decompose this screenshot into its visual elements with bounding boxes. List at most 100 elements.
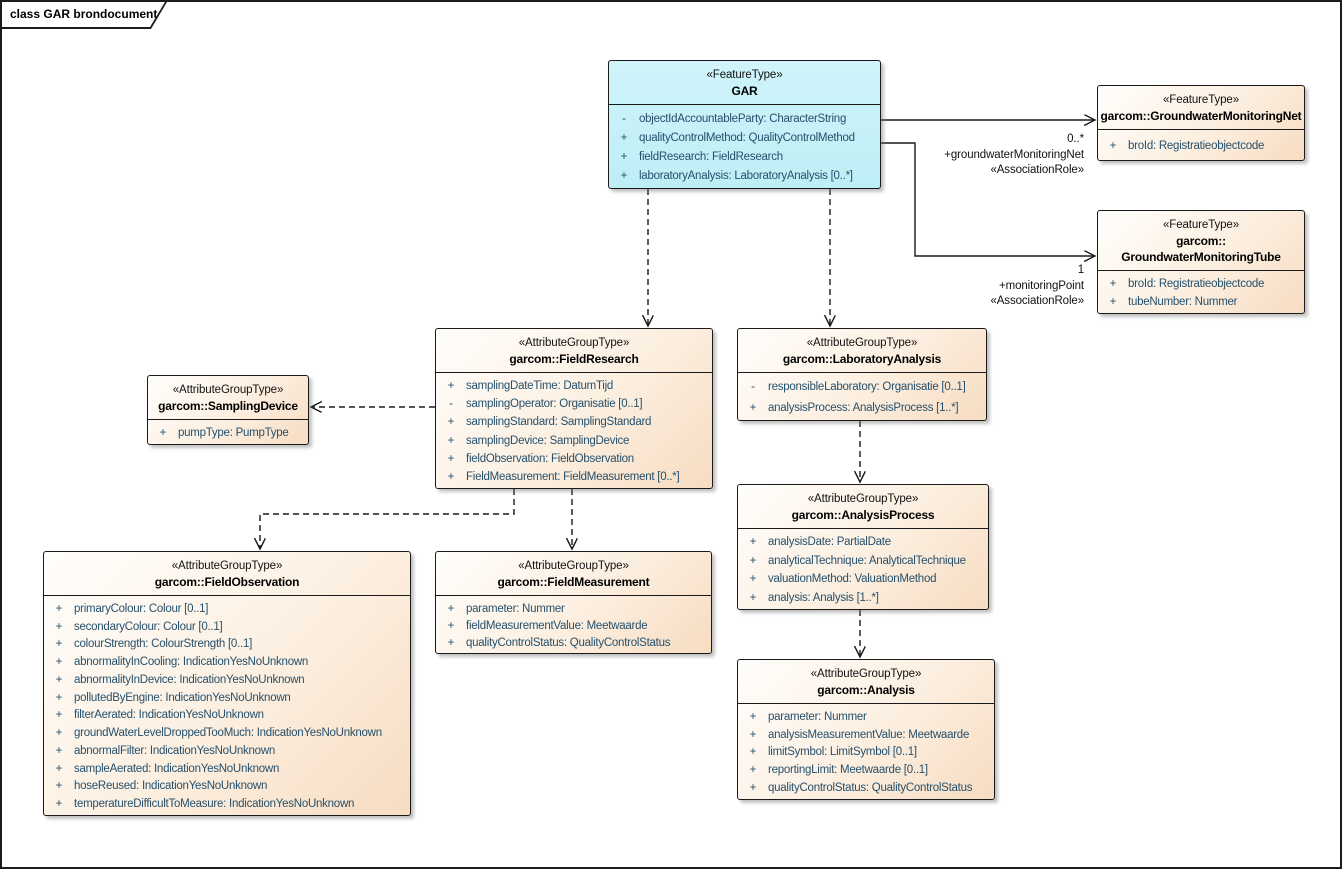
attribute-row[interactable]: +samplingDateTime: DatumTijd [436, 377, 712, 395]
stereotype-label: «FeatureType» [1162, 94, 1240, 106]
attribute-row[interactable]: + analysis: Analysis [1..*] [738, 589, 988, 608]
visibility-sign: + [55, 780, 63, 793]
diagram-frame-tab-face [2, 2, 165, 27]
attribute-row[interactable]: +qualityControlStatus: QualityControlSta… [738, 779, 994, 797]
class-box-groundwatermonitoringtube[interactable]: «FeatureType» garcom::GroundwaterMonitor… [1097, 210, 1305, 314]
attribute-row[interactable]: +hoseReused: IndicationYesNoUnknown [44, 778, 410, 796]
connector-gar-to-groundwatermonitoringtube[interactable] [881, 142, 1095, 256]
class-box-samplingdevice[interactable]: «AttributeGroupType» garcom::SamplingDev… [147, 375, 309, 445]
attribute-text: fieldResearch: FieldResearch [639, 151, 783, 164]
attribute-text: analysis: Analysis [1..*] [768, 591, 879, 604]
attribute-list: +analysisDate: PartialDate+analyticalTec… [738, 529, 988, 607]
attribute-row[interactable]: -objectIdAccountableParty: CharacterStri… [609, 109, 880, 128]
attribute-row[interactable]: +colourStrength: ColourStrength [0..1] [44, 636, 410, 654]
class-box-laboratoryanalysis[interactable]: «AttributeGroupType» garcom::LaboratoryA… [737, 328, 987, 421]
diagram-frame-tab: class GAR brondocument [2, 2, 167, 29]
connector-fieldresearch-to-fieldobservation[interactable] [260, 489, 515, 549]
attribute-row[interactable]: +FieldMeasurement: FieldMeasurement [0..… [436, 468, 712, 486]
visibility-sign: + [749, 746, 757, 759]
attribute-list: -objectIdAccountableParty: CharacterStri… [609, 105, 880, 186]
attribute-row[interactable]: +samplingDevice: SamplingDevice [436, 431, 712, 449]
attribute-row[interactable]: +abnormalFilter: IndicationYesNoUnknown [44, 742, 410, 760]
attribute-row[interactable]: +limitSymbol: LimitSymbol [0..1] [738, 744, 994, 762]
attribute-text: filterAerated: IndicationYesNoUnknown [74, 709, 264, 722]
visibility-sign: + [55, 744, 63, 757]
attribute-row[interactable]: + fieldResearch: FieldResearch [609, 148, 880, 167]
attribute-row[interactable]: +secondaryColour: Colour [0..1] [44, 618, 410, 636]
attribute-text: secondaryColour: Colour [0..1] [74, 620, 223, 633]
visibility-sign: + [447, 416, 455, 429]
attribute-row[interactable]: +abnormalityInCooling: IndicationYesNoUn… [44, 653, 410, 671]
class-box-analysisprocess[interactable]: «AttributeGroupType» garcom::AnalysisPro… [737, 484, 989, 610]
attribute-row[interactable]: +parameter: Nummer [738, 708, 994, 726]
attribute-row[interactable]: + parameter: Nummer [436, 600, 711, 617]
attribute-list: -responsibleLaboratory: Organisatie [0..… [738, 373, 986, 418]
attribute-text: FieldMeasurement: FieldMeasurement [0..*… [466, 470, 680, 483]
attribute-row[interactable]: +analysisProcess: AnalysisProcess [1..*] [738, 398, 986, 419]
diagram-title: class GAR brondocument [10, 7, 158, 21]
attribute-text: temperatureDifficultToMeasure: Indicatio… [74, 798, 355, 811]
attribute-row[interactable]: -samplingOperator: Organisatie [0..1] [436, 395, 712, 413]
attribute-row[interactable]: +broId: Registratieobjectcode [1098, 134, 1304, 158]
attribute-row[interactable]: +fieldObservation: FieldObservation [436, 450, 712, 468]
attribute-text: qualityControlStatus: QualityControlStat… [466, 636, 671, 649]
visibility-sign: + [620, 131, 628, 144]
attribute-row[interactable]: +analyticalTechnique: AnalyticalTechniqu… [738, 552, 988, 571]
class-name: garcom::FieldMeasurement [497, 575, 650, 589]
attribute-row[interactable]: +reportingLimit: Meetwaarde [0..1] [738, 761, 994, 779]
attribute-row[interactable]: +pollutedByEngine: IndicationYesNoUnknow… [44, 689, 410, 707]
class-box-groundwatermonitoringnet[interactable]: «FeatureType» garcom::GroundwaterMonitor… [1097, 85, 1305, 161]
attribute-row[interactable]: +tubeNumber: Nummer [1098, 293, 1304, 311]
association-label-groundwatermonitoringnet-role: 0..*+groundwaterMonitoringNet«Associatio… [944, 133, 1084, 176]
visibility-sign: + [447, 452, 455, 465]
class-name: garcom::GroundwaterMonitoringNet [1100, 109, 1302, 123]
attribute-row[interactable]: +pumpType: PumpType [148, 424, 308, 442]
class-box-fieldmeasurement[interactable]: «AttributeGroupType» garcom::FieldMeasur… [435, 551, 712, 654]
attribute-list: +broId: Registratieobjectcode [1098, 130, 1304, 158]
attribute-text: analyticalTechnique: AnalyticalTechnique [768, 554, 966, 567]
visibility-sign: + [749, 591, 757, 604]
attribute-row[interactable]: -responsibleLaboratory: Organisatie [0..… [738, 377, 986, 398]
attribute-text: analysisMeasurementValue: Meetwaarde [768, 728, 970, 741]
attribute-row[interactable]: +analysisMeasurementValue: Meetwaarde [738, 726, 994, 744]
class-header: «AttributeGroupType» garcom::SamplingDev… [148, 376, 308, 420]
attribute-text: parameter: Nummer [466, 602, 565, 615]
visibility-sign: - [449, 398, 453, 411]
attribute-row[interactable]: +sampleAerated: IndicationYesNoUnknown [44, 760, 410, 778]
attribute-text: pumpType: PumpType [178, 427, 289, 439]
attribute-row[interactable]: +samplingStandard: SamplingStandard [436, 413, 712, 431]
class-box-fieldobservation[interactable]: «AttributeGroupType» garcom::FieldObserv… [43, 551, 411, 816]
attribute-row[interactable]: +abnormalityInDevice: IndicationYesNoUnk… [44, 671, 410, 689]
attribute-text: broId: Registratieobjectcode [1128, 278, 1265, 290]
class-name: GAR [731, 84, 758, 98]
attribute-row[interactable]: + temperatureDifficultToMeasure: Indicati… [44, 795, 410, 813]
attribute-list: +primaryColour: Colour [0..1]+secondaryC… [44, 596, 410, 813]
attribute-row[interactable]: +primaryColour: Colour [0..1] [44, 600, 410, 618]
attribute-row[interactable]: +broId: Registratieobjectcode [1098, 275, 1304, 293]
attribute-row[interactable]: + qualityControlMethod: QualityControlMet… [609, 128, 880, 147]
attribute-row[interactable]: +analysisDate: PartialDate [738, 533, 988, 552]
class-header: «AttributeGroupType» garcom::AnalysisPro… [738, 485, 988, 529]
visibility-sign: + [55, 673, 63, 686]
visibility-sign: + [447, 602, 455, 615]
visibility-sign: + [1109, 296, 1117, 308]
attribute-row[interactable]: +fieldMeasurementValue: Meetwaarde [436, 617, 711, 634]
attribute-text: groundWaterLevelDroppedTooMuch: Indicati… [74, 727, 382, 740]
class-name: garcom::FieldObservation [154, 575, 300, 589]
attribute-row[interactable]: +qualityControlStatus: QualityControlSta… [436, 634, 711, 651]
visibility-sign: + [55, 798, 63, 811]
attribute-row[interactable]: +valuationMethod: ValuationMethod [738, 570, 988, 589]
attribute-text: pollutedByEngine: IndicationYesNoUnknown [74, 691, 291, 704]
class-box-gar[interactable]: «FeatureType» GAR -objectIdAccountablePa… [608, 60, 881, 189]
class-box-fieldresearch[interactable]: «AttributeGroupType» garcom::FieldResear… [435, 328, 713, 489]
attribute-row[interactable]: +filterAerated: IndicationYesNoUnknown [44, 707, 410, 725]
class-box-analysis[interactable]: «AttributeGroupType» garcom::Analysis +p… [737, 659, 995, 800]
attribute-text: reportingLimit: Meetwaarde [0..1] [768, 764, 928, 777]
visibility-sign: + [620, 151, 628, 164]
attribute-row[interactable]: +laboratoryAnalysis: LaboratoryAnalysis … [609, 167, 880, 186]
attribute-text: analysisDate: PartialDate [768, 536, 891, 549]
stereotype-label: «AttributeGroupType» [806, 337, 918, 349]
attribute-row[interactable]: +groundWaterLevelDroppedTooMuch: Indicat… [44, 724, 410, 742]
attribute-text: qualityControlMethod: QualityControlMeth… [639, 131, 855, 144]
